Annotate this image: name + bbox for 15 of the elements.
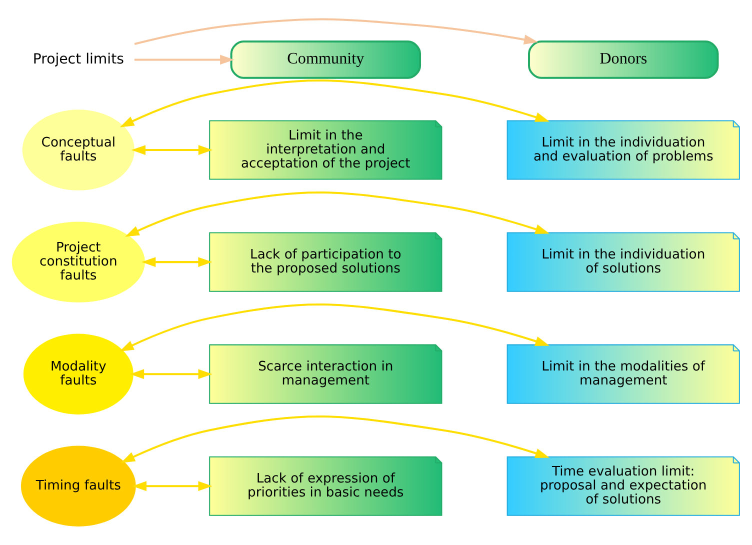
arrow bbox=[134, 54, 234, 65]
arrow bbox=[134, 18, 538, 45]
node-box: Donors bbox=[528, 40, 719, 79]
node-text: Project limits bbox=[32, 51, 124, 68]
arrow bbox=[130, 369, 212, 380]
arrow bbox=[142, 257, 212, 268]
node-box: Community bbox=[230, 40, 422, 79]
arrow bbox=[132, 481, 212, 492]
arrow bbox=[125, 192, 550, 237]
arrow bbox=[120, 304, 550, 352]
arrow bbox=[120, 416, 550, 463]
node-ellipse: Project constitution faults bbox=[12, 222, 145, 302]
arrow bbox=[120, 80, 550, 128]
node-ellipse: Modality faults bbox=[23, 334, 134, 414]
arrow bbox=[131, 145, 213, 155]
